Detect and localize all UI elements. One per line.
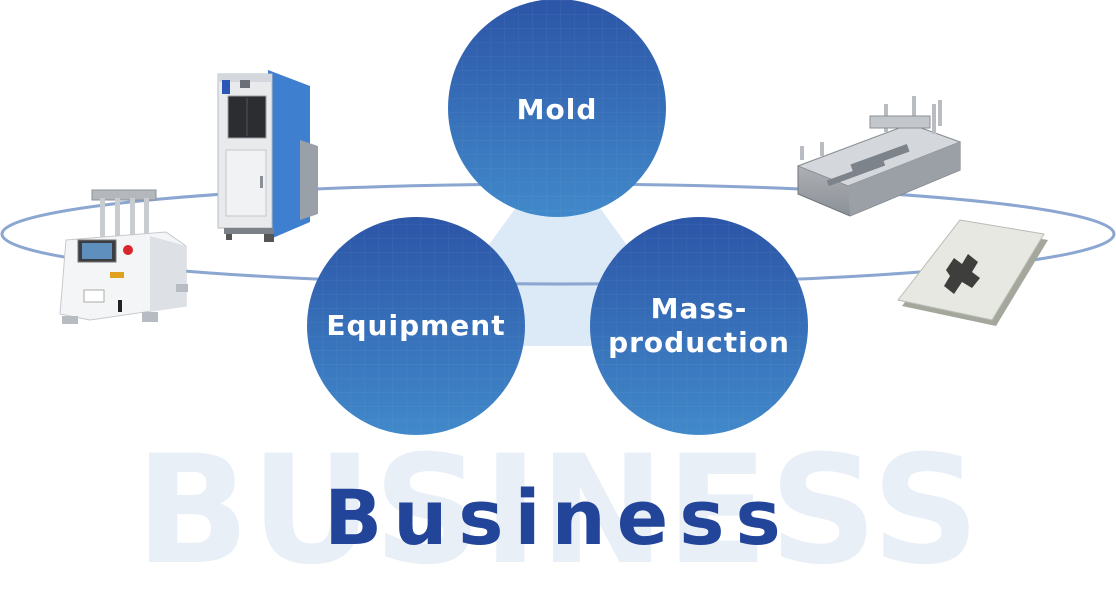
background-word: BUSINESS [135,424,981,598]
molded-plate-image [897,219,1048,326]
mass-production-circle[interactable] [590,217,808,435]
mold-circle[interactable] [448,0,666,217]
page-title: Business [324,473,792,562]
cabinet-machine-image [217,70,318,242]
mass-production-label: Mass- production [608,292,790,359]
press-machine-image [59,189,188,324]
equipment-circle[interactable] [307,217,525,435]
mold-label: Mold [516,93,598,126]
diagram [0,0,1116,435]
mold-image [796,96,962,217]
equipment-label: Equipment [326,309,506,342]
